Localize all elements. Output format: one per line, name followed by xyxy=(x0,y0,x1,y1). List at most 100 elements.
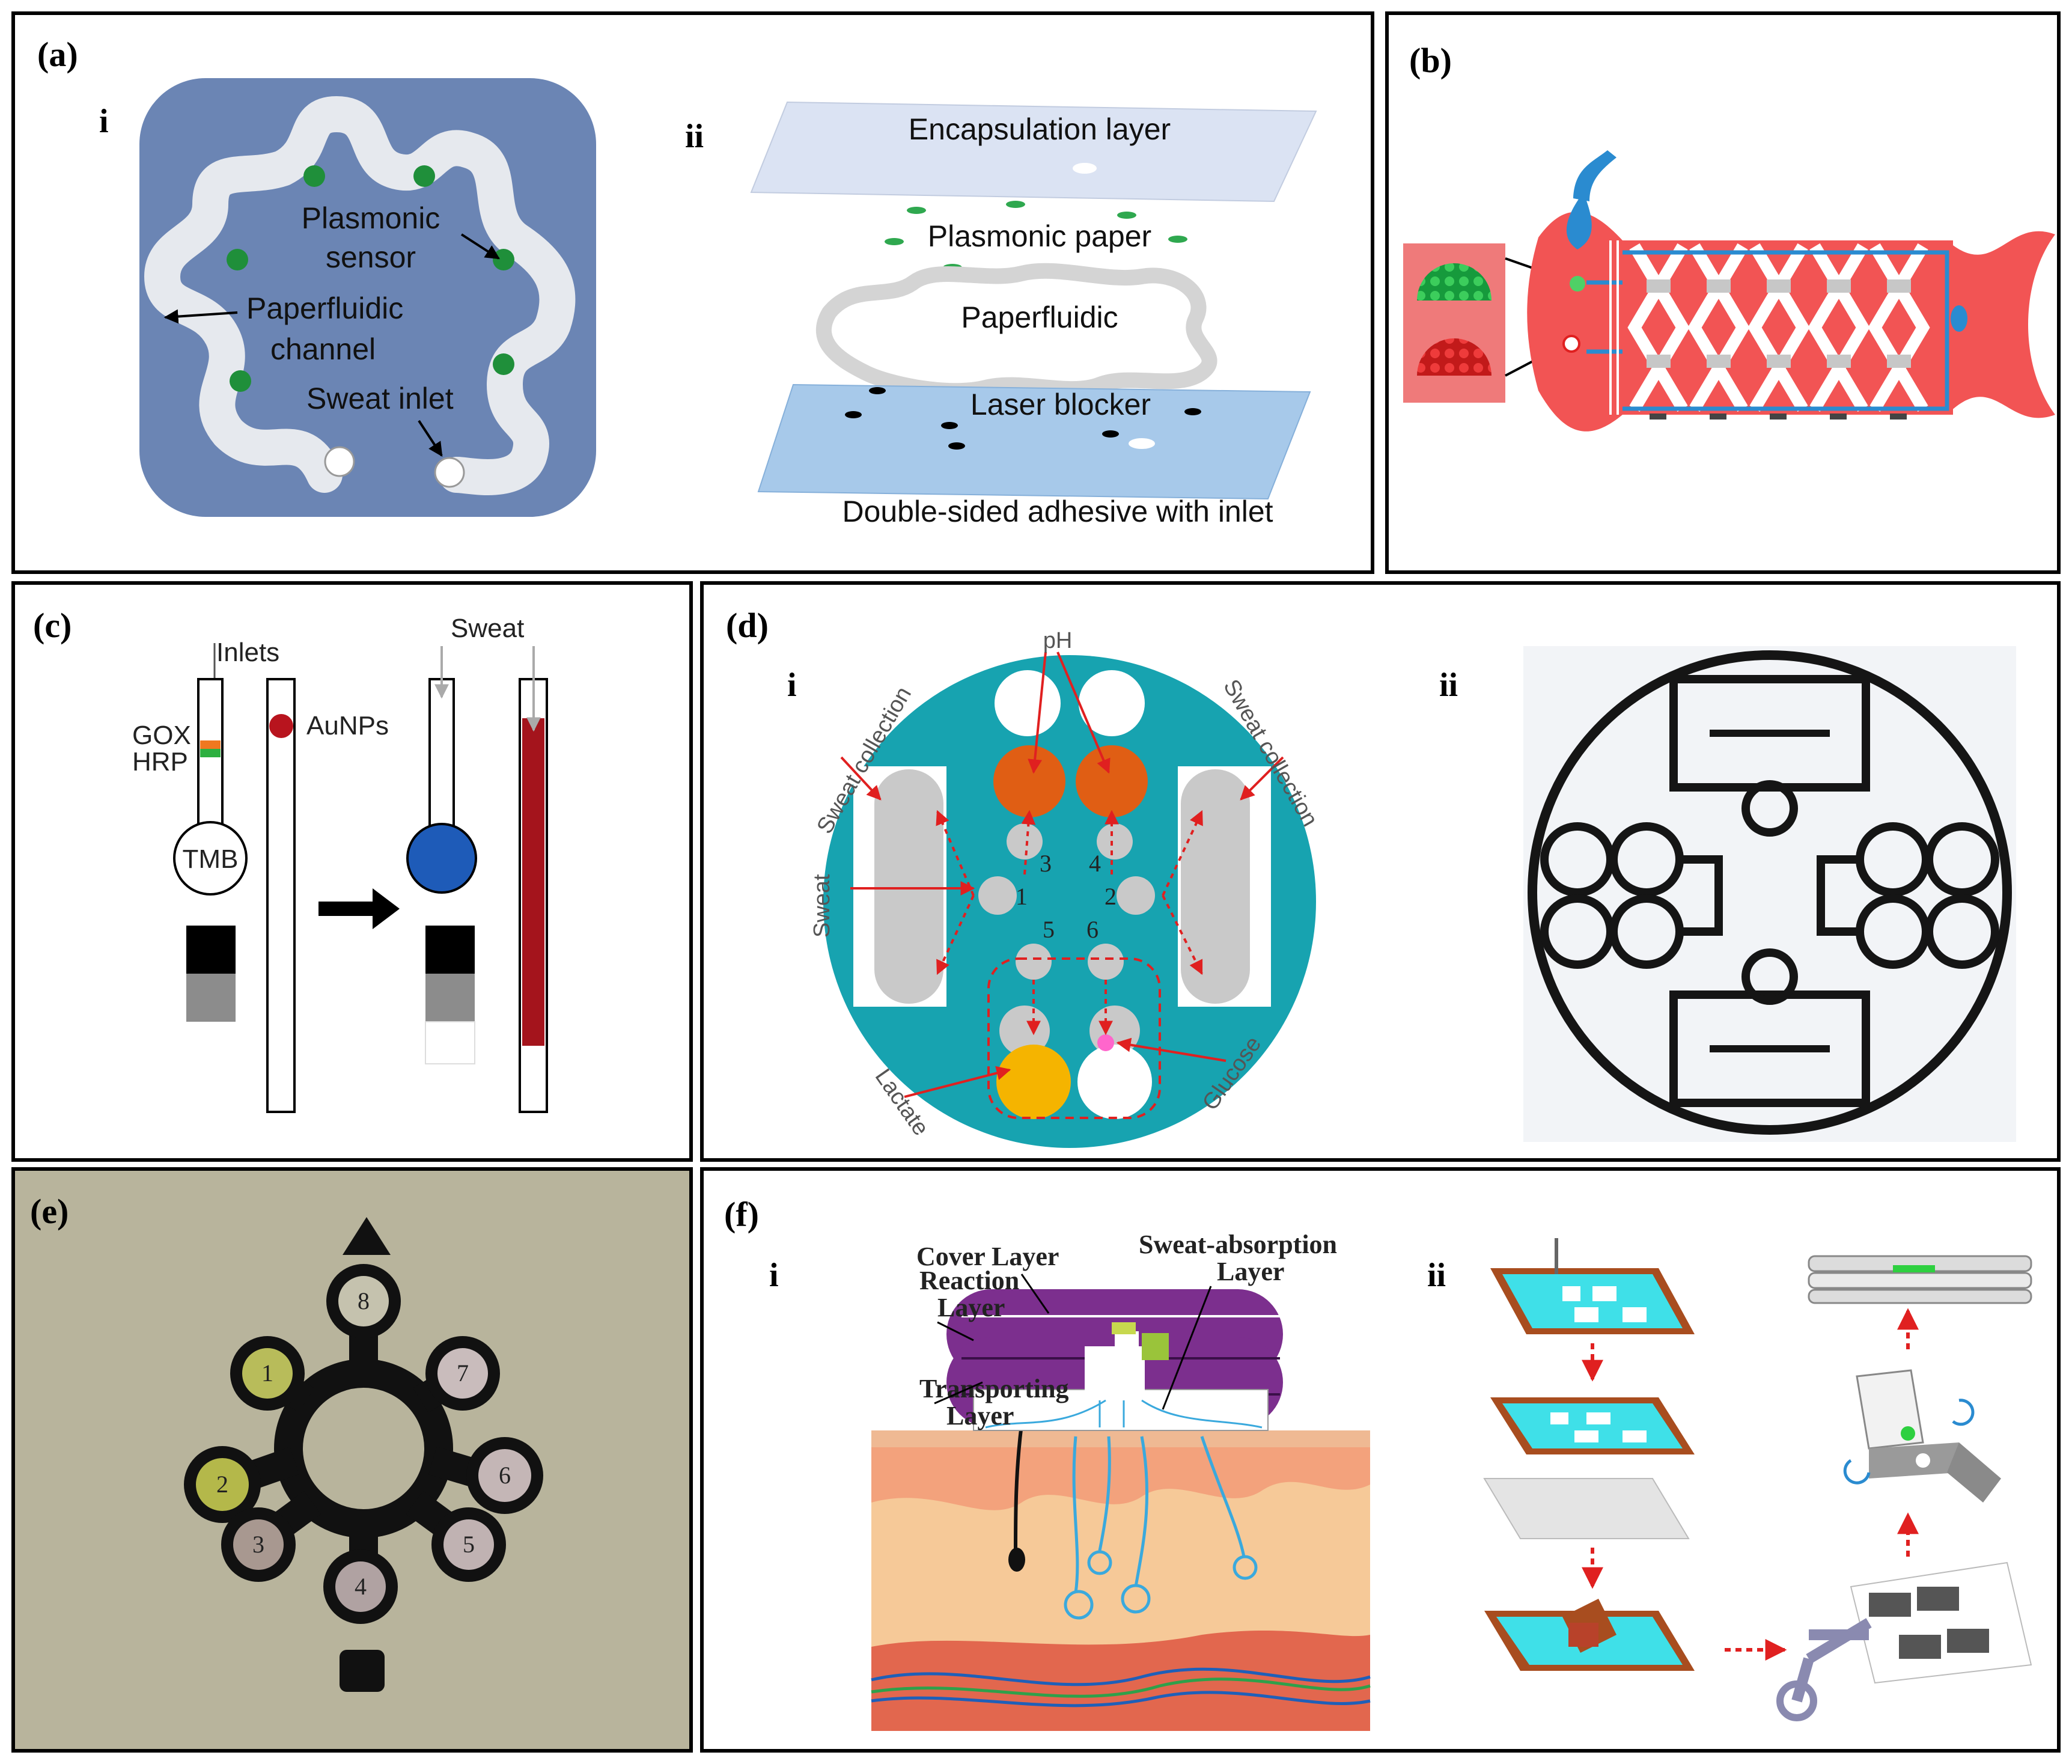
well-2 xyxy=(184,1446,261,1523)
fish-ribs xyxy=(1609,240,1619,415)
sweat-droplet xyxy=(1566,192,1592,249)
reservoir-top-right xyxy=(1079,670,1145,736)
blood-vessels xyxy=(871,1667,1371,1708)
sweat-absorption-leader xyxy=(1162,1286,1212,1410)
well-number-3: 3 xyxy=(252,1531,264,1558)
lactate-arrow xyxy=(904,1066,1011,1098)
plasmonic-sensor-label-1: Plasmonic xyxy=(302,201,440,235)
chamber-number-6: 6 xyxy=(1086,916,1098,943)
fish-feet xyxy=(1650,414,1907,420)
micro-chambers xyxy=(978,823,1155,1056)
outlet-reservoir xyxy=(1951,305,1967,332)
collection-arrow-right xyxy=(1240,756,1284,801)
fish-body-chambers xyxy=(1647,279,1911,368)
tmb-reservoir xyxy=(173,821,248,896)
process-arrow xyxy=(318,888,400,929)
ph-sensor-right xyxy=(1076,745,1148,817)
panel-a-sub-ii: ii xyxy=(685,118,704,155)
chamber-number-2: 2 xyxy=(1105,883,1117,910)
lactate-sensor xyxy=(996,1045,1071,1119)
flow-arrows xyxy=(936,810,1203,1036)
glucose-arrow xyxy=(1116,1037,1226,1062)
well-number-5: 5 xyxy=(463,1531,475,1558)
hair-bulb xyxy=(1008,1548,1025,1572)
skin-epidermis xyxy=(871,1430,1370,1510)
well-3 xyxy=(221,1507,296,1582)
plasmonic-paper-dots xyxy=(885,201,1187,271)
colour-scale-grey xyxy=(186,974,236,1022)
sweat-inlet-hole xyxy=(324,446,355,477)
paperfluidic-channel-label-2: channel xyxy=(270,332,376,366)
panel-b: (b) xyxy=(1385,11,2061,574)
well-1 xyxy=(230,1336,305,1411)
stamp-outer-ring xyxy=(1528,650,2012,1135)
plasmonic-sensor-label-2: sensor xyxy=(326,240,416,274)
panel-a: (a) i ii Plasmonic sensor Paperfluidic c… xyxy=(11,11,1374,574)
fish-tail xyxy=(1947,231,2055,418)
transporting-layer-label-1: Transporting xyxy=(919,1374,1069,1403)
encapsulation-hole xyxy=(1073,163,1097,174)
reaction-leader xyxy=(937,1321,974,1341)
sweat-label-c: Sweat xyxy=(451,614,524,643)
hrp-band xyxy=(200,749,221,757)
colour-scale-black xyxy=(186,926,236,974)
ph-label: pH xyxy=(1043,628,1073,653)
ph-sensor-left xyxy=(993,745,1065,817)
collection-pad-left xyxy=(874,769,943,1004)
aunp-strip xyxy=(266,678,296,1113)
panel-d-sub-ii: ii xyxy=(1439,667,1458,704)
sweat-glands xyxy=(1064,1436,1258,1620)
inlets-label: Inlets xyxy=(216,638,279,667)
well-number-7: 7 xyxy=(457,1360,469,1387)
stamp-bottom-rect xyxy=(1669,990,1870,1107)
well-number-4: 4 xyxy=(355,1573,367,1600)
sweat-label-d: Sweat xyxy=(809,874,835,938)
panel-f-sub-i: i xyxy=(769,1257,779,1294)
ph-arrow-left xyxy=(1028,652,1047,774)
panel-a-sub-i: i xyxy=(99,103,109,140)
sweat-absorption-label-2: Layer xyxy=(1217,1257,1284,1286)
plasmonic-sensor-dot xyxy=(493,249,514,270)
panel-e: (e) 1 2 3 4 5 6 7 8 xyxy=(11,1167,693,1753)
cutting-step xyxy=(1776,1561,2032,1721)
sweat-inlet-label: Sweat inlet xyxy=(306,382,454,415)
aunp-dot xyxy=(269,714,293,738)
well-8 xyxy=(326,1264,401,1338)
reservoir-top-left xyxy=(995,670,1061,736)
encapsulation-layer xyxy=(750,101,1317,203)
well-number-8: 8 xyxy=(358,1287,370,1314)
arrow-to-channel xyxy=(163,309,238,324)
well-7 xyxy=(425,1336,500,1411)
sweat-inlet-hole xyxy=(434,457,465,488)
laser-blocker-dots xyxy=(845,387,1201,450)
paperfluidic-label: Paperfluidic xyxy=(961,301,1118,334)
gox-label: GOX xyxy=(132,721,191,750)
transporting-leader xyxy=(934,1381,983,1405)
glucose-reservoir xyxy=(1077,1045,1152,1119)
plasmonic-sensor-dot xyxy=(227,249,248,270)
chamber-number-1: 1 xyxy=(1016,883,1028,910)
glucose-strip xyxy=(197,678,224,840)
panel-d-sub-i: i xyxy=(787,667,797,704)
green-sensor-spot xyxy=(1570,276,1585,291)
aunps-label: AuNPs xyxy=(306,711,389,740)
glucose-sensor xyxy=(1097,1034,1114,1051)
wicking-lines xyxy=(985,1399,1263,1429)
panel-d: (d) i ii xyxy=(700,581,2061,1162)
pipette-tip xyxy=(1573,150,1616,201)
well-6 xyxy=(466,1437,543,1514)
chamber-number-4: 4 xyxy=(1089,850,1101,877)
test-wells xyxy=(184,1264,543,1624)
indicator-square xyxy=(1142,1333,1169,1360)
chamber-number-3: 3 xyxy=(1040,850,1052,877)
reaction-layer-label-2: Layer xyxy=(937,1293,1005,1322)
aunp-strip-wicked xyxy=(522,718,544,1046)
screen-frame-step-2 xyxy=(1483,1397,1695,1539)
skin-surface xyxy=(871,1430,1370,1447)
colour-scale-white-after xyxy=(425,1021,475,1064)
stamp-photo-bg xyxy=(1523,646,2016,1142)
fluid-channel-outline xyxy=(1623,250,1949,411)
lactate-glucose-zone xyxy=(987,957,1161,1119)
tmb-label: TMB xyxy=(183,844,239,874)
